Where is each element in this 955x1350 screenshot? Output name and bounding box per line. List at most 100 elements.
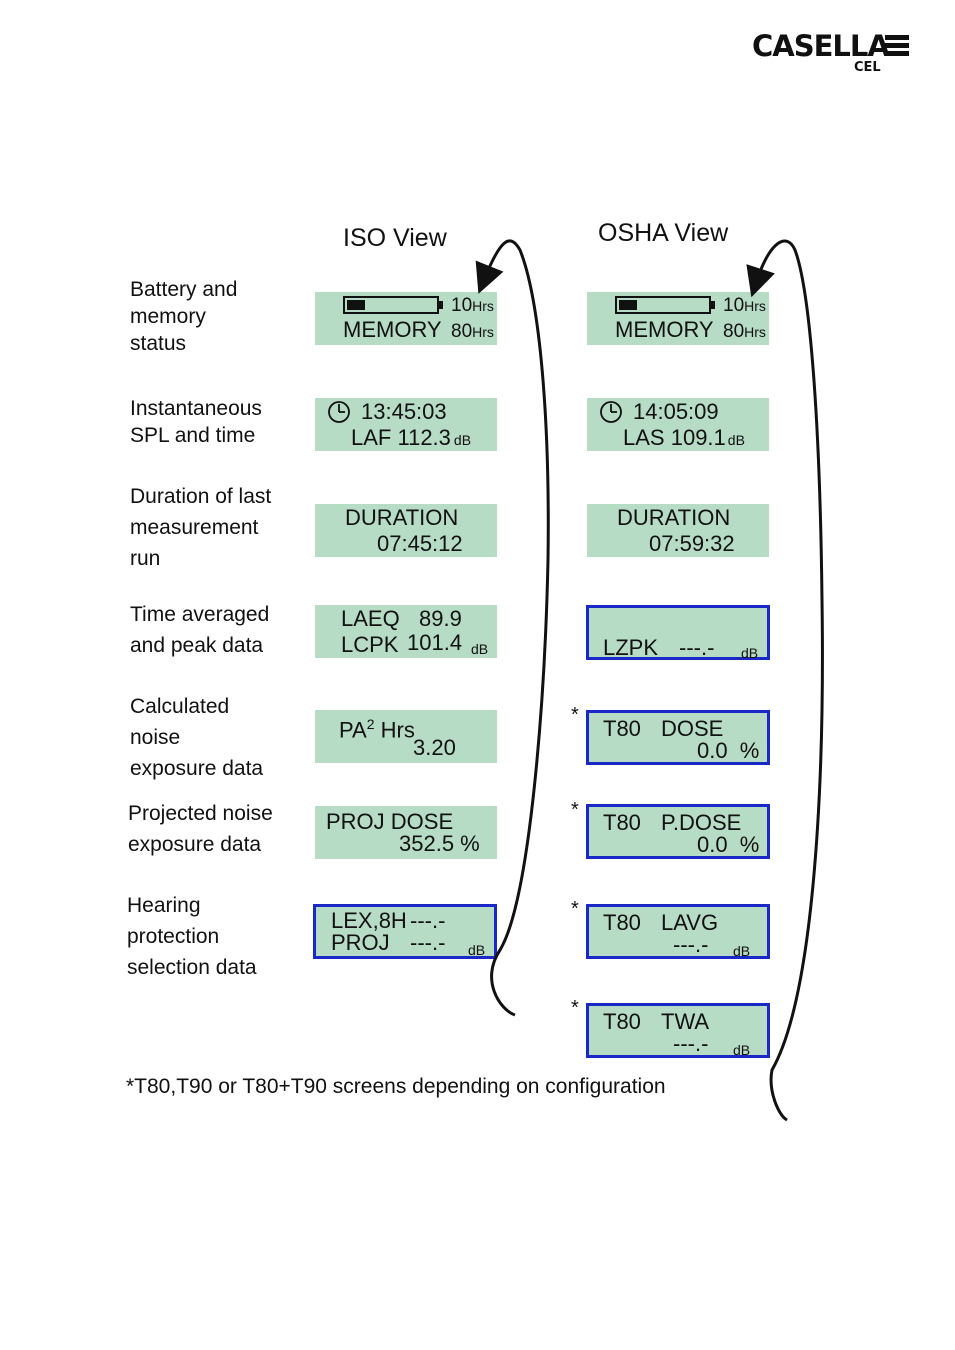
row-label-calculated: Calculated noise exposure data xyxy=(130,691,263,784)
row-label-line: protection xyxy=(127,925,220,948)
lzpk-value: ---.- xyxy=(679,635,715,660)
pdose-label: P.DOSE xyxy=(661,810,742,835)
row-label-time-averaged: Time averaged and peak data xyxy=(130,599,269,661)
logo-subtext: CEL xyxy=(854,60,881,75)
spl-unit: dB xyxy=(453,432,472,448)
lcpk-label: LCPK xyxy=(341,632,399,657)
memory-label: MEMORY xyxy=(615,317,714,342)
memory-label: MEMORY xyxy=(343,317,442,342)
memory-hours: 80Hrs xyxy=(451,320,494,344)
lavg-unit: dB xyxy=(733,943,751,959)
lex-value: ---.- xyxy=(410,908,446,933)
twa-label: TWA xyxy=(661,1009,710,1034)
proj-dose-label: PROJ DOSE xyxy=(326,809,454,834)
row-label-line: measurement xyxy=(130,516,259,539)
row-label-duration: Duration of last measurement run xyxy=(130,481,271,574)
laeq-value: 89.9 xyxy=(419,606,462,631)
iso-battery-screen: 10Hrs MEMORY 80Hrs xyxy=(315,292,497,345)
iso-pa-screen: PA2 Hrs 3.20 xyxy=(315,710,497,763)
dose-value: 0.0 % xyxy=(697,738,760,763)
lex-label: LEX,8H xyxy=(331,908,407,933)
battery-hours: 10Hrs xyxy=(451,294,494,318)
proj-dose-value: 352.5 % xyxy=(399,831,480,856)
lavg-label: LAVG xyxy=(661,910,719,935)
clock-icon xyxy=(600,401,622,423)
iso-proj-screen: PROJ DOSE 352.5 % xyxy=(315,806,497,859)
pa-label-sup: 2 xyxy=(366,716,375,732)
row-label-line: Projected noise xyxy=(128,802,273,825)
row-label-hearing: Hearing protection selection data xyxy=(127,890,257,983)
pa-label-pre: PA xyxy=(339,717,367,743)
osha-twa-screen: T80 TWA ---.- dB xyxy=(586,1003,770,1058)
row-label-line: Hearing xyxy=(127,894,201,917)
iso-view-heading: ISO View xyxy=(343,224,447,252)
row-label-spl: Instantaneous SPL and time xyxy=(130,395,262,449)
battery-hours-value: 10 xyxy=(723,295,745,316)
lzpk-unit: dB xyxy=(741,645,759,661)
dose-label: DOSE xyxy=(661,716,724,741)
battery-hours-unit: Hrs xyxy=(744,298,766,314)
memory-hours: 80Hrs xyxy=(723,320,766,344)
configuration-footnote: *T80,T90 or T80+T90 screens depending on… xyxy=(126,1075,666,1098)
row-label-line: and peak data xyxy=(130,634,264,657)
osha-pdose-screen: T80 P.DOSE 0.0 % xyxy=(586,804,770,859)
memory-value: 80 xyxy=(723,321,745,342)
memory-value: 80 xyxy=(451,321,473,342)
row-label-line: Instantaneous xyxy=(130,397,262,420)
spl-label: LAS xyxy=(623,425,665,450)
dose-t80-label: T80 xyxy=(603,716,641,741)
row-label-line: exposure data xyxy=(128,833,262,856)
lavg-value: ---.- xyxy=(673,932,709,957)
battery-hours: 10Hrs xyxy=(723,294,766,318)
lcpk-value: 101.4 xyxy=(407,630,463,655)
twa-unit: dB xyxy=(733,1042,751,1058)
row-label-line: noise xyxy=(130,726,181,749)
battery-hours-value: 10 xyxy=(451,295,473,316)
osha-view-heading: OSHA View xyxy=(598,219,729,247)
row-label-battery: Battery and memory status xyxy=(130,276,237,357)
spl-value: 112.3 xyxy=(397,425,451,450)
pdose-value: 0.0 % xyxy=(697,832,760,857)
casella-logo: CASELLA CEL xyxy=(752,30,912,80)
lex-unit: dB xyxy=(468,942,486,958)
footnote-marker: * xyxy=(571,997,579,1019)
row-label-line: Duration of last xyxy=(130,485,272,508)
osha-cycle-arrow xyxy=(746,239,824,1122)
memory-unit: Hrs xyxy=(744,324,766,340)
row-label-line: memory xyxy=(130,305,206,328)
lex-proj-label: PROJ xyxy=(331,930,390,955)
row-label-line: Calculated xyxy=(130,695,230,718)
laeq-label: LAEQ xyxy=(341,606,400,631)
spl-time: 14:05:09 xyxy=(633,399,719,424)
row-label-line: selection data xyxy=(127,956,257,979)
pa-label-post: Hrs xyxy=(374,717,415,743)
avg-unit: dB xyxy=(471,641,489,657)
logo-bars-icon xyxy=(885,35,909,57)
row-label-line: run xyxy=(130,547,161,570)
clock-icon xyxy=(328,401,350,423)
duration-value: 07:59:32 xyxy=(649,531,735,556)
battery-icon xyxy=(615,296,715,314)
spl-unit: dB xyxy=(727,432,745,448)
memory-unit: Hrs xyxy=(472,324,494,340)
pdose-t80-label: T80 xyxy=(603,810,641,835)
osha-lavg-screen: T80 LAVG ---.- dB xyxy=(586,904,770,959)
duration-label: DURATION xyxy=(345,505,459,530)
iso-cycle-arrow xyxy=(475,239,550,1017)
spl-label: LAF xyxy=(351,425,392,450)
row-label-line: exposure data xyxy=(130,757,264,780)
battery-icon xyxy=(343,296,443,314)
osha-dose-screen: T80 DOSE 0.0 % xyxy=(586,710,770,765)
footnote-marker: * xyxy=(571,898,579,920)
iso-avg-screen: LAEQ 89.9 LCPK 101.4 dB xyxy=(315,605,497,658)
logo-wordmark: CASELLA xyxy=(752,29,890,63)
row-label-line: Battery and xyxy=(130,278,238,301)
iso-lex-screen: LEX,8H ---.- PROJ ---.- dB xyxy=(313,904,497,959)
pa-label: PA2 Hrs xyxy=(339,712,415,742)
duration-value: 07:45:12 xyxy=(377,531,463,556)
